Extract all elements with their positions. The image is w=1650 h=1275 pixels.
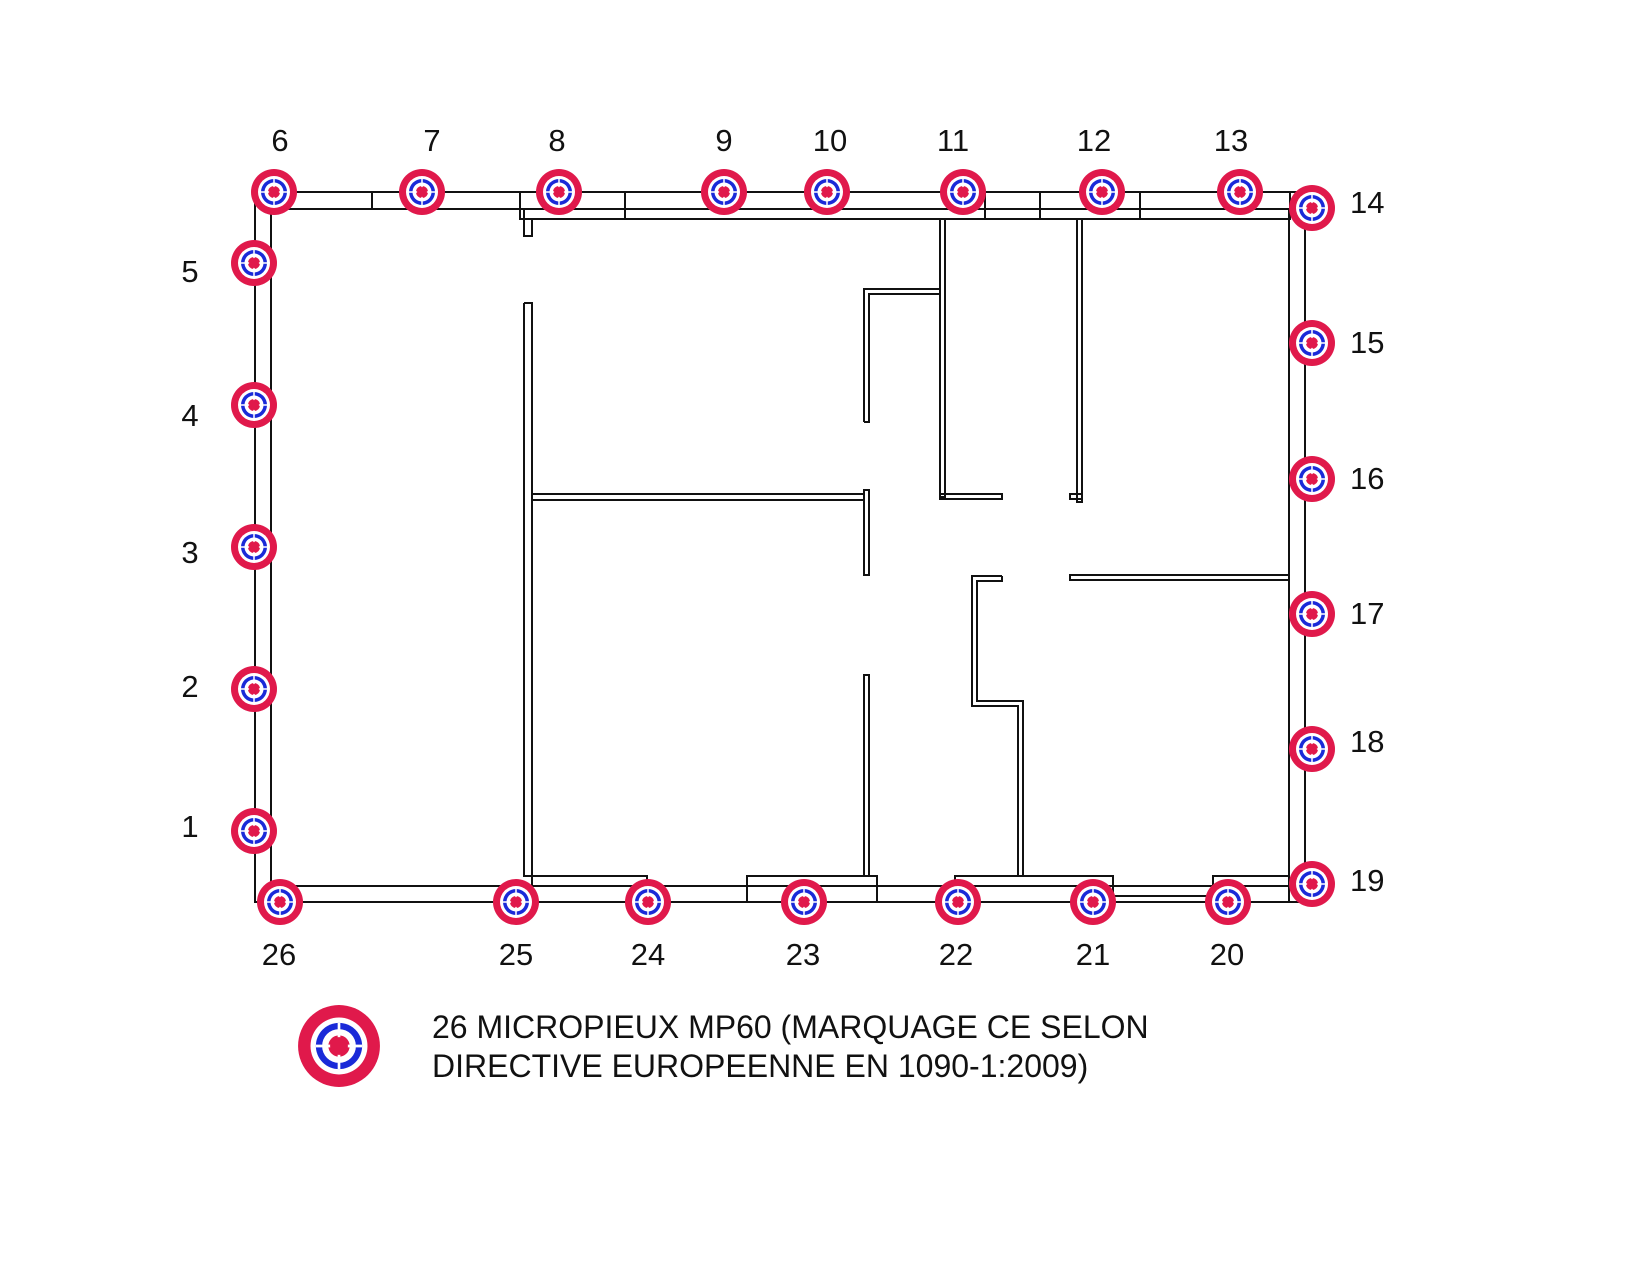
- pile-marker-16: [1289, 456, 1335, 502]
- partition-left-a: [523, 209, 533, 237]
- pile-label-24: 24: [631, 937, 665, 972]
- pile-label-11: 11: [937, 123, 969, 158]
- pile-marker-9: [701, 169, 747, 215]
- pile-marker-15: [1289, 320, 1335, 366]
- pile-label-21: 21: [1076, 937, 1110, 972]
- pile-label-1: 1: [181, 809, 198, 844]
- pile-label-10: 10: [813, 123, 847, 158]
- legend-pile-symbol: [298, 1005, 380, 1087]
- pile-marker-19: [1289, 861, 1335, 907]
- pile-label-8: 8: [548, 123, 565, 158]
- bottom-window-5: [1112, 885, 1214, 897]
- bottom-window-1: [531, 875, 648, 887]
- top-window-6: [1139, 191, 1291, 220]
- pile-label-23: 23: [786, 937, 820, 972]
- pile-marker-13: [1217, 169, 1263, 215]
- partition-top-hook: [863, 288, 941, 423]
- pile-label-5: 5: [181, 254, 198, 289]
- pile-marker-4: [231, 382, 277, 428]
- top-window-4: [984, 191, 1041, 220]
- pile-label-9: 9: [715, 123, 732, 158]
- pile-labels: 1 2 3 4 5 6 7 8 9 10 11 12 13 14 15 16 1…: [181, 123, 1384, 972]
- pile-marker-3: [231, 524, 277, 570]
- partition-low-h: [1069, 574, 1290, 581]
- pile-marker-1: [231, 808, 277, 854]
- pile-marker-22: [935, 879, 981, 925]
- pile-marker-25: [493, 879, 539, 925]
- pile-marker-21: [1070, 879, 1116, 925]
- pile-label-3: 3: [181, 535, 198, 570]
- pile-marker-7: [399, 169, 445, 215]
- partition-top-v: [939, 218, 946, 498]
- legend: 26 MICROPIEUX MP60 (MARQUAGE CE SELON DI…: [298, 1005, 1149, 1087]
- pile-marker-26: [257, 879, 303, 925]
- partition-left-b: [523, 302, 533, 877]
- pile-label-4: 4: [181, 398, 198, 433]
- partition-mid-v2: [863, 674, 870, 877]
- legend-line-2: DIRECTIVE EUROPEENNE EN 1090-1:2009): [432, 1048, 1088, 1084]
- legend-line-1: 26 MICROPIEUX MP60 (MARQUAGE CE SELON: [432, 1009, 1149, 1045]
- pile-label-13: 13: [1214, 123, 1248, 158]
- pile-marker-14: [1289, 185, 1335, 231]
- partition-right-v: [1076, 218, 1083, 503]
- pile-label-16: 16: [1350, 461, 1384, 496]
- pile-marker-17: [1289, 591, 1335, 637]
- pile-marker-20: [1205, 879, 1251, 925]
- pile-marker-2: [231, 666, 277, 712]
- pile-marker-8: [536, 169, 582, 215]
- pile-label-12: 12: [1077, 123, 1111, 158]
- piles: [231, 169, 1335, 925]
- legend-pile-marker: [298, 1005, 380, 1087]
- pile-marker-6: [251, 169, 297, 215]
- partition-top-h: [939, 493, 1003, 500]
- outer-wall: [254, 191, 1306, 903]
- pile-label-22: 22: [939, 937, 973, 972]
- pile-label-17: 17: [1350, 596, 1384, 631]
- pile-marker-18: [1289, 726, 1335, 772]
- pile-marker-5: [231, 240, 277, 286]
- pile-marker-12: [1079, 169, 1125, 215]
- pile-label-2: 2: [181, 669, 198, 704]
- pile-label-15: 15: [1350, 325, 1384, 360]
- partition-mid-v1: [863, 489, 870, 576]
- pile-label-7: 7: [423, 123, 440, 158]
- pile-label-25: 25: [499, 937, 533, 972]
- pile-marker-23: [781, 879, 827, 925]
- pile-label-26: 26: [262, 937, 296, 972]
- pile-marker-10: [804, 169, 850, 215]
- pile-label-14: 14: [1350, 185, 1384, 220]
- walls: [254, 191, 1306, 903]
- pile-marker-24: [625, 879, 671, 925]
- pile-label-6: 6: [271, 123, 288, 158]
- inner-wall: [270, 208, 1290, 887]
- partition-right-stub: [1069, 493, 1083, 500]
- partition-mid-horizontal: [531, 493, 865, 501]
- pile-label-18: 18: [1350, 724, 1384, 759]
- partition-low-hook: [971, 575, 1024, 877]
- pile-label-20: 20: [1210, 937, 1244, 972]
- pile-label-19: 19: [1350, 863, 1384, 898]
- pile-marker-11: [940, 169, 986, 215]
